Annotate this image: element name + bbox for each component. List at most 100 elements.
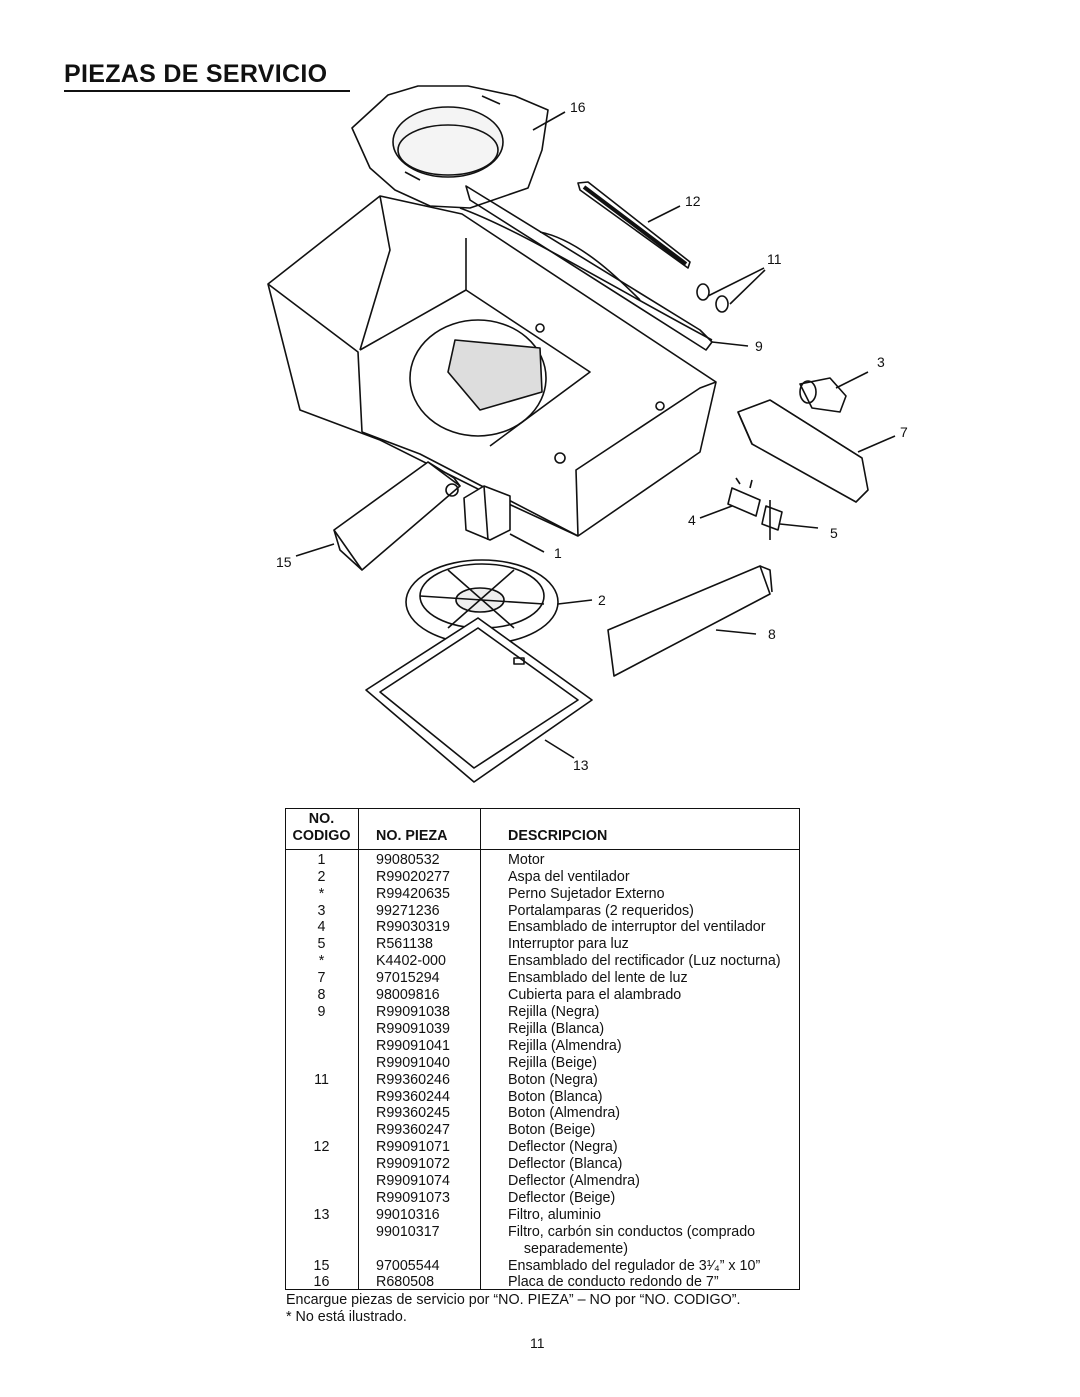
cell-codigo: 11	[314, 1071, 329, 1088]
cell-pieza: 99080532	[376, 851, 440, 868]
cell-codigo: 1	[317, 851, 326, 868]
cell-codigo: 9	[317, 1003, 326, 1020]
cell-codigo	[285, 1105, 358, 1122]
callout-15: 15	[276, 554, 292, 570]
light-lens-part	[737, 399, 869, 503]
cell-descripcion: Rejilla (Almendra)	[508, 1037, 622, 1054]
motor-part	[463, 485, 511, 541]
callout-13: 13	[573, 757, 589, 773]
cell-codigo	[285, 1055, 358, 1072]
table-row: R99091039 Rejilla (Blanca)	[285, 1021, 800, 1038]
cell-descripcion: Rejilla (Negra)	[508, 1003, 600, 1020]
table-row: 9 R99091038 Rejilla (Negra)	[285, 1004, 800, 1021]
cell-descripcion: Portalamparas (2 requeridos)	[508, 902, 694, 919]
page-number: 11	[530, 1335, 545, 1351]
table-header-row: NO. CODIGO NO. PIEZA DESCRIPCION	[285, 808, 800, 850]
cell-pieza: R99091074	[376, 1173, 450, 1190]
blower-wheel-part	[405, 559, 559, 645]
title-underline	[64, 90, 350, 92]
header-descripcion: DESCRIPCION	[494, 808, 800, 850]
table-row: 7 97015294 Ensamblado del lente de luz	[285, 970, 800, 987]
parts-table: NO. CODIGO NO. PIEZA DESCRIPCION 1 990805…	[285, 808, 800, 1294]
cell-codigo: 15	[313, 1257, 330, 1274]
cell-pieza: 97005544	[376, 1257, 440, 1274]
callout-7: 7	[900, 424, 908, 440]
cell-codigo	[285, 1038, 358, 1055]
cell-pieza: R99091038	[376, 1003, 450, 1020]
cell-descripcion: Ensamblado del rectificador (Luz nocturn…	[508, 953, 781, 970]
cell-pieza: R99360245	[376, 1105, 450, 1122]
footnote: Encargue piezas de servicio por “NO. PIE…	[286, 1292, 740, 1326]
cell-pieza: R561138	[376, 936, 433, 953]
cell-pieza: R99091040	[376, 1054, 450, 1071]
cell-descripcion: Boton (Negra)	[508, 1071, 598, 1088]
cell-pieza: R99091071	[376, 1139, 450, 1156]
table-row: R99091041 Rejilla (Almendra)	[285, 1038, 800, 1055]
cell-pieza: R99091072	[376, 1156, 450, 1173]
cell-pieza: R99360247	[376, 1122, 450, 1139]
header-codigo-line2: CODIGO	[292, 827, 351, 844]
cell-pieza: R99020277	[376, 868, 450, 885]
cell-codigo: *	[318, 953, 325, 970]
table-row: 99010317 Filtro, carbón sin conductos (co…	[285, 1224, 800, 1241]
callout-8: 8	[768, 626, 776, 642]
cell-pieza: K4402-000	[376, 953, 446, 970]
cell-descripcion: Rejilla (Beige)	[508, 1054, 597, 1071]
callout-2: 2	[598, 592, 606, 608]
cell-pieza: 99010317	[376, 1223, 440, 1240]
cell-codigo: 5	[317, 936, 326, 953]
cell-pieza: 98009816	[376, 987, 440, 1004]
cell-codigo	[285, 1173, 358, 1190]
cell-descripcion: Filtro, carbón sin conductos (comprado	[508, 1223, 756, 1240]
cell-pieza: 99010316	[376, 1206, 440, 1223]
duct-plate-part	[351, 85, 549, 209]
callout-1: 1	[554, 545, 562, 561]
cell-codigo: 7	[317, 970, 326, 987]
cell-pieza: R99091039	[376, 1020, 450, 1037]
table-column-divider	[480, 808, 481, 1290]
cell-descripcion: Rejilla (Blanca)	[508, 1020, 605, 1037]
cell-descripcion: Boton (Beige)	[508, 1122, 596, 1139]
footnote-not-illustrated: * No está ilustrado.	[286, 1309, 407, 1325]
header-pieza: NO. PIEZA	[358, 808, 494, 850]
lamp-socket-part	[799, 377, 847, 413]
cell-descripcion: Ensamblado del lente de luz	[508, 970, 688, 987]
cell-pieza: R99420635	[376, 885, 450, 902]
fan-switch-part	[727, 477, 761, 517]
cell-descripcion: Ensamblado de interruptor del ventilador	[508, 919, 766, 936]
table-row: * K4402-000 Ensamblado del rectificador (L…	[285, 953, 800, 970]
deflector-part	[577, 181, 691, 269]
cell-pieza: R99030319	[376, 919, 450, 936]
cell-codigo: 8	[317, 987, 326, 1004]
cell-codigo: 16	[313, 1274, 330, 1291]
callout-5: 5	[830, 525, 838, 541]
cell-codigo: *	[318, 885, 325, 902]
filter-part	[365, 617, 593, 783]
range-hood-body	[267, 185, 717, 537]
cell-descripcion: separademente)	[508, 1240, 629, 1257]
table-row: * R99420635 Perno Sujetador Externo	[285, 886, 800, 903]
cell-codigo: 12	[313, 1139, 330, 1156]
table-row: 5 R561138 Interruptor para luz	[285, 936, 800, 953]
table-row: R99360247 Boton (Beige)	[285, 1122, 800, 1139]
cell-descripcion: Interruptor para luz	[508, 936, 629, 953]
cell-codigo	[285, 1089, 358, 1106]
table-column-divider	[358, 808, 359, 1290]
cell-descripcion: Placa de conducto redondo de 7”	[508, 1274, 719, 1291]
table-row: 16 R680508 Placa de conducto redondo de 7”	[285, 1274, 800, 1294]
header-codigo: NO. CODIGO	[285, 808, 358, 850]
cell-descripcion: Perno Sujetador Externo	[508, 885, 665, 902]
callout-16: 16	[570, 99, 586, 115]
footnote-order-note: Encargue piezas de servicio por “NO. PIE…	[286, 1292, 741, 1308]
cell-pieza: R99360246	[376, 1071, 450, 1088]
cell-pieza: 97015294	[376, 970, 440, 987]
cell-pieza: R680508	[376, 1274, 435, 1291]
cell-pieza: R99091041	[376, 1037, 450, 1054]
light-switch-part	[761, 500, 783, 540]
